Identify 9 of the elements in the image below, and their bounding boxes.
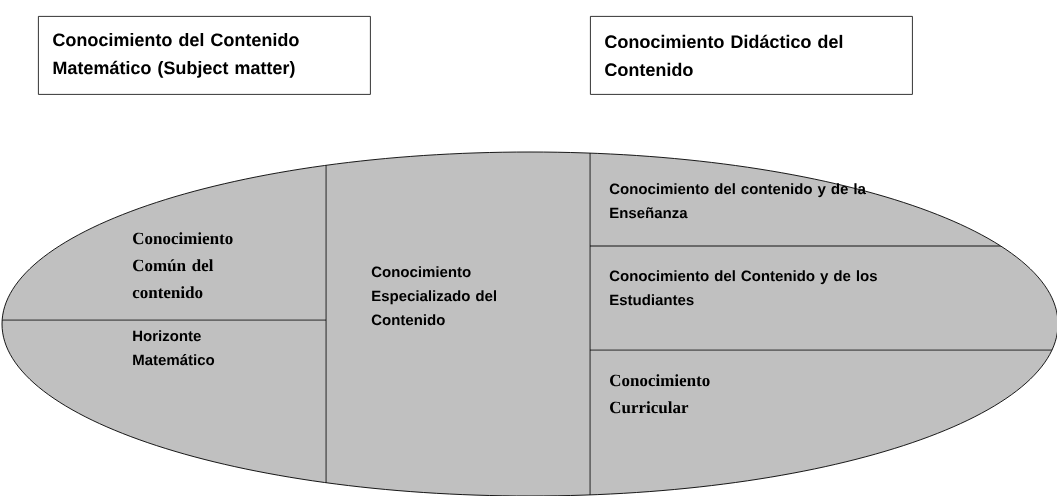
region-label: Conocimiento Curricular xyxy=(610,374,710,414)
text-box: Conocimiento Didáctico del Contenido xyxy=(590,16,913,95)
region-label: Conocimiento Común del contenido xyxy=(132,232,233,299)
text-box: Conocimiento del Contenido Matemático (Subject matter) xyxy=(38,16,371,95)
region-label: Horizonte Matemático xyxy=(133,330,215,366)
ellipse-diagram xyxy=(1,151,1057,496)
region-label: Conocimiento Especializado del Contenido xyxy=(371,266,496,326)
region-label: Conocimiento del contenido y de la Enseñanza xyxy=(609,183,866,219)
region-label: Conocimiento del Contenido y de los Estudiantes xyxy=(609,270,877,306)
